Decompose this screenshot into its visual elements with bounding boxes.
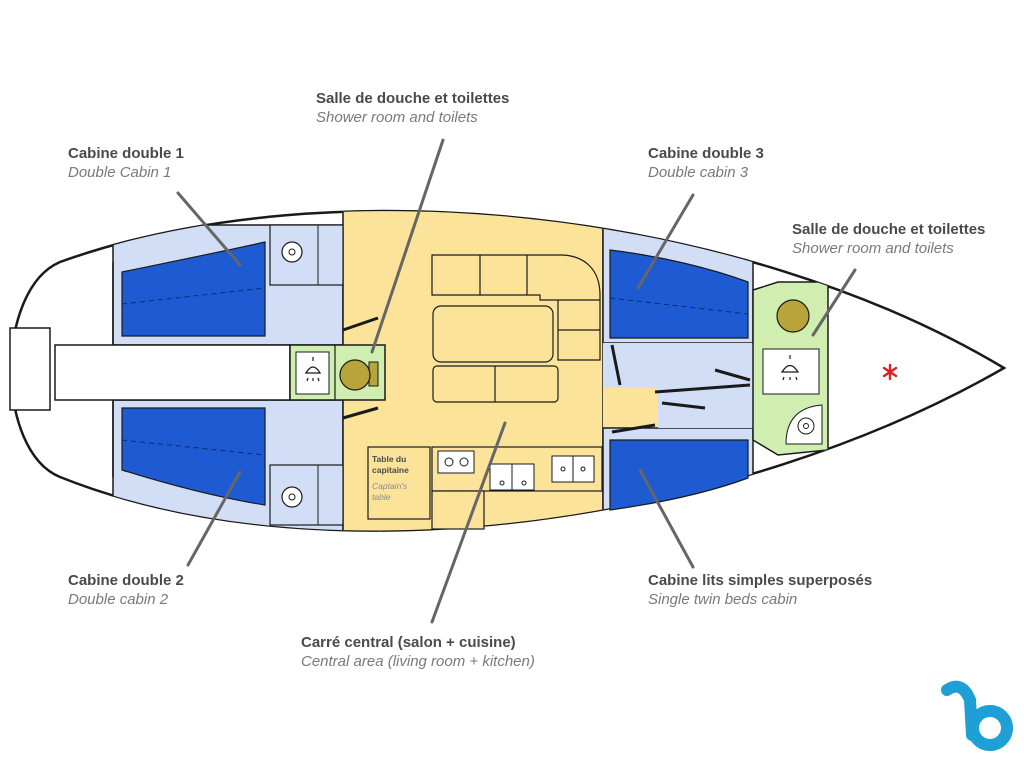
sink-icon	[489, 463, 535, 491]
label-captain-table-en-2: table	[372, 491, 391, 502]
sink-icon	[785, 404, 823, 445]
transom-step	[9, 327, 51, 411]
label-shower-fore-en: Shower room and toilets	[792, 239, 954, 257]
label-captain-table-fr-2: capitaine	[372, 464, 409, 475]
leader-cabin3	[636, 193, 695, 290]
label-shower-fore-fr: Salle de douche et toilettes	[792, 221, 986, 238]
saloon-table	[432, 305, 554, 363]
leader-shower-fore	[811, 268, 857, 337]
label-shower-fore: Salle de douche et toilettes Shower room…	[792, 221, 985, 259]
leader-cabin1	[176, 191, 242, 267]
fore-corridor-2	[658, 388, 753, 428]
label-twin-cabin-en: Single twin beds cabin	[648, 590, 798, 608]
leader-twin	[638, 468, 695, 569]
label-cabin-2-en: Double cabin 2	[68, 590, 169, 608]
fore-corridor	[603, 343, 753, 388]
label-cabin-1-fr: Cabine double 1	[68, 145, 184, 162]
label-shower-center-en: Shower room and toilets	[316, 108, 478, 126]
bed-cabin-3	[609, 249, 749, 339]
label-captain-table: Table du capitaine Captain's table	[372, 454, 409, 503]
label-twin-cabin: Cabine lits simples superposés Single tw…	[648, 572, 872, 610]
label-cabin-3-en: Double cabin 3	[648, 163, 749, 181]
toilet-icon	[339, 359, 379, 391]
label-captain-table-en-1: Captain's	[372, 481, 408, 492]
stove-icon	[437, 450, 475, 474]
leader-shower-center	[370, 138, 445, 354]
label-saloon-fr: Carré central (salon + cuisine)	[301, 634, 516, 651]
shower-icon	[762, 348, 820, 395]
label-cabin-3-fr: Cabine double 3	[648, 145, 764, 162]
label-cabin-1-en: Double Cabin 1	[68, 163, 172, 181]
leader-cabin2	[186, 470, 242, 567]
bed-cabin-1	[121, 241, 266, 337]
leader-saloon	[430, 421, 507, 624]
label-cabin-2-fr: Cabine double 2	[68, 572, 184, 589]
aft-corridor	[54, 344, 291, 401]
asterisk-icon	[882, 363, 898, 381]
bed-cabin-2	[121, 407, 266, 506]
toilet-icon	[776, 299, 810, 333]
label-saloon: Carré central (salon + cuisine) Central …	[301, 634, 535, 672]
label-cabin-3: Cabine double 3 Double cabin 3	[648, 145, 764, 183]
label-cabin-2: Cabine double 2 Double cabin 2	[68, 572, 184, 610]
chart-table	[367, 446, 431, 520]
bed-twin-cabin	[609, 439, 749, 511]
label-shower-center-fr: Salle de douche et toilettes	[316, 90, 510, 107]
saloon-sofa	[431, 254, 601, 361]
label-saloon-en: Central area (living room + kitchen)	[301, 652, 535, 670]
label-twin-cabin-fr: Cabine lits simples superposés	[648, 572, 873, 589]
shower-icon	[295, 351, 330, 395]
label-cabin-1: Cabine double 1 Double Cabin 1	[68, 145, 184, 183]
logo-icon	[941, 680, 1013, 751]
sink-icon	[281, 486, 303, 508]
saloon-passage	[603, 388, 658, 428]
label-shower-center: Salle de douche et toilettes Shower room…	[316, 90, 509, 128]
sink-icon	[551, 455, 595, 483]
saloon-bench	[432, 365, 559, 403]
label-captain-table-fr-1: Table du	[372, 454, 407, 464]
sink-icon	[281, 241, 303, 263]
